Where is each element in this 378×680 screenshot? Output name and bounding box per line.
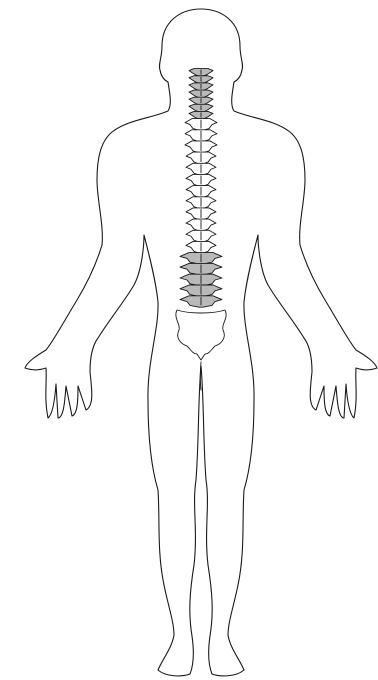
gluteal-cleft — [200, 362, 201, 390]
